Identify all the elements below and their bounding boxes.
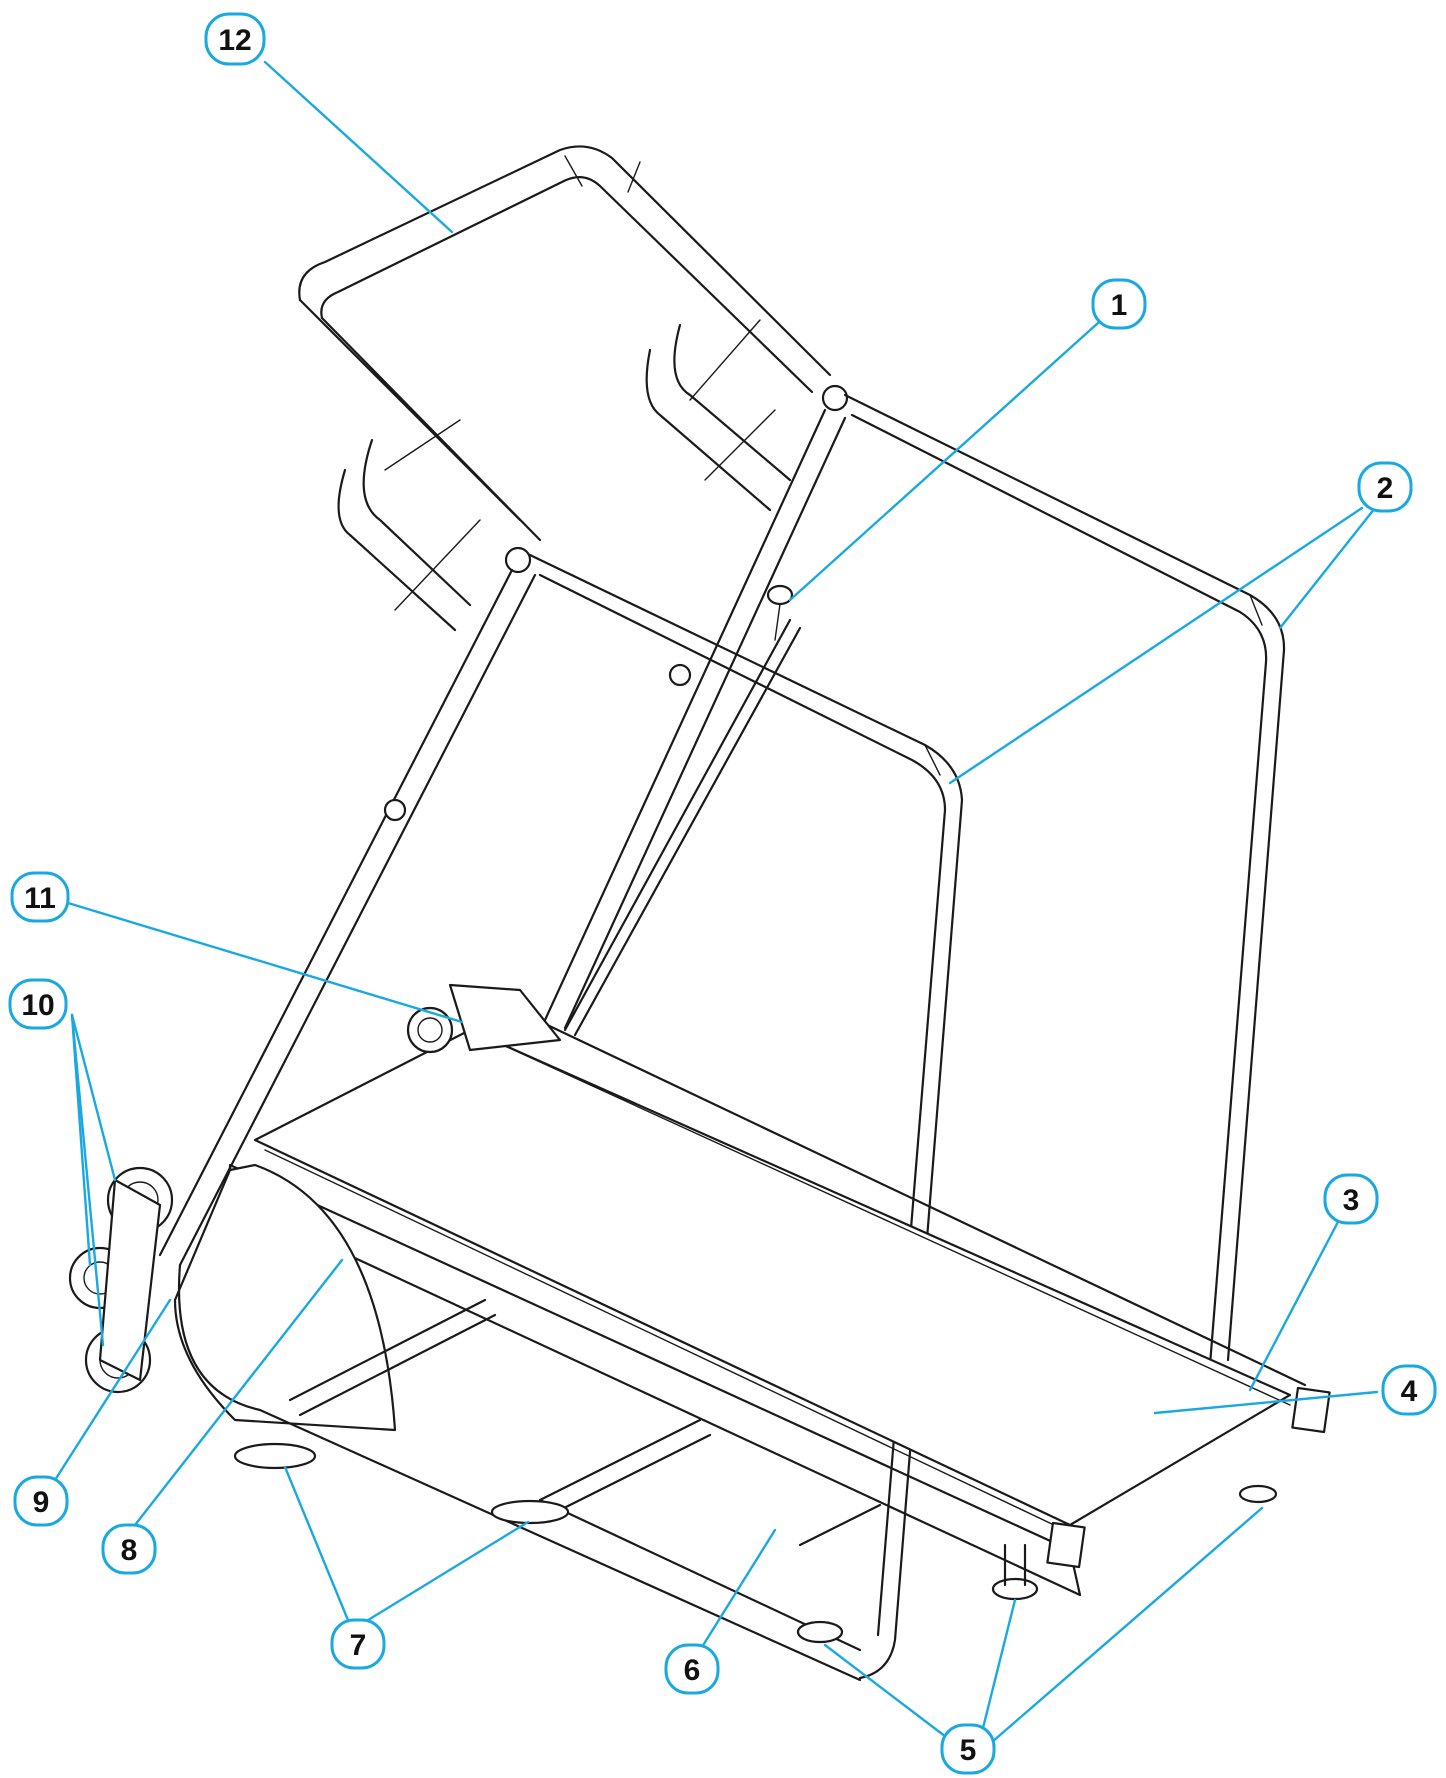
callout-9: 9	[13, 1475, 69, 1527]
svg-text:9: 9	[33, 1486, 50, 1519]
svg-text:3: 3	[1343, 1184, 1360, 1217]
leader-2a	[948, 506, 1364, 785]
side-rails	[528, 393, 1286, 1680]
svg-text:7: 7	[350, 1629, 367, 1662]
svg-text:1: 1	[1111, 289, 1128, 322]
uprights	[158, 408, 847, 1267]
leader-10a	[70, 1013, 117, 1182]
svg-text:11: 11	[24, 882, 56, 915]
svg-text:8: 8	[121, 1534, 138, 1567]
callout-2: 2	[1357, 461, 1413, 513]
leader-1	[788, 321, 1100, 602]
callout-1: 1	[1091, 278, 1147, 330]
leader-7a	[283, 1465, 352, 1627]
leader-2b	[1278, 506, 1377, 630]
svg-text:2: 2	[1377, 472, 1394, 505]
side-plate-and-wheels	[68, 983, 862, 1682]
callout-11: 11	[10, 871, 70, 923]
leader-8	[133, 1258, 344, 1527]
leader-3	[1248, 1216, 1342, 1392]
callout-8: 8	[101, 1523, 157, 1575]
callout-4: 4	[1381, 1364, 1437, 1416]
callout-5: 5	[940, 1723, 996, 1775]
svg-text:10: 10	[21, 989, 54, 1022]
feet	[233, 1442, 1278, 1644]
callout-12: 12	[204, 12, 266, 66]
svg-text:5: 5	[960, 1734, 977, 1767]
leader-11	[66, 901, 464, 1024]
leader-6	[700, 1528, 777, 1649]
treadmill-line-art	[68, 145, 1331, 1682]
callouts: 1 2 3 4 5 6 7 8	[8, 12, 1437, 1775]
deck-and-frame	[228, 1010, 1331, 1597]
leader-lines	[53, 60, 1379, 1744]
leader-5c	[990, 1506, 1264, 1744]
leader-9	[53, 1298, 172, 1482]
callout-10: 10	[8, 978, 68, 1030]
callout-3: 3	[1323, 1173, 1379, 1225]
leader-7b	[358, 1520, 530, 1627]
callout-7: 7	[330, 1618, 386, 1670]
svg-text:12: 12	[218, 24, 251, 57]
upper-handle-frame	[298, 145, 849, 632]
svg-text:4: 4	[1401, 1375, 1418, 1408]
callout-6: 6	[664, 1643, 720, 1695]
leader-4	[1153, 1390, 1379, 1415]
leader-10c	[70, 1013, 105, 1347]
svg-text:6: 6	[684, 1654, 701, 1687]
leader-12	[263, 60, 454, 234]
leader-5a	[823, 1643, 952, 1742]
leader-5b	[978, 1598, 1017, 1742]
